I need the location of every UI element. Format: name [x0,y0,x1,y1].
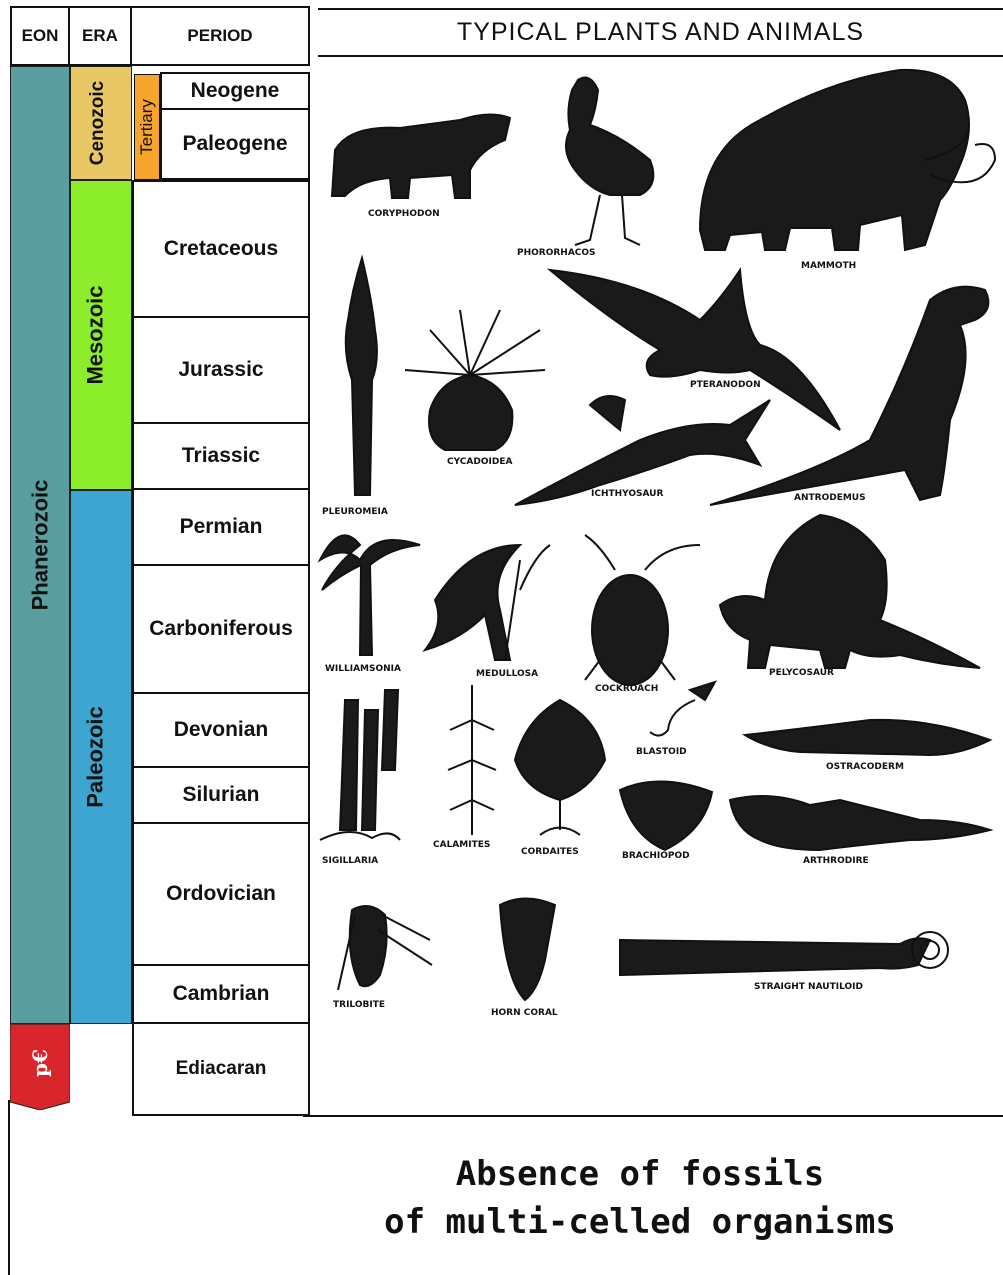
label-pelycosaur: PELYCOSAUR [769,668,834,678]
cockroach-figure [585,535,700,685]
trilobite-figure [338,906,432,990]
phororhacos-figure [566,78,653,245]
label-brachiopod: BRACHIOPOD [622,851,690,861]
fossil-illustrations [0,0,1003,1120]
caption-line-1: Absence of fossils [300,1150,980,1198]
coryphodon-figure [332,114,510,198]
cycadoidea-figure [405,310,545,450]
label-pteranodon: PTERANODON [690,380,761,390]
label-arthrodire: ARTHRODIRE [803,856,869,866]
cordaites-figure [515,700,605,835]
label-ostracoderm: OSTRACODERM [826,762,904,772]
label-ichthyosaur: ICHTHYOSAUR [591,489,663,499]
sigillaria-figure [320,690,400,840]
left-border-line [8,1100,10,1275]
label-cycadoidea: CYCADOIDEA [447,457,512,467]
label-antrodemus: ANTRODEMUS [794,493,866,503]
ostracoderm-figure [745,720,990,755]
caption: Absence of fossils of multi-celled organ… [300,1150,980,1246]
caption-line-2: of multi-celled organisms [300,1198,980,1246]
pleuromeia-figure [346,258,377,495]
label-straight-nautiloid: STRAIGHT NAUTILOID [754,982,863,992]
label-pleuromeia: PLEUROMEIA [322,507,388,517]
straight-nautiloid-figure [620,932,948,975]
medullosa-figure [425,545,550,660]
label-cordaites: CORDAITES [521,847,579,857]
arthrodire-figure [730,796,990,850]
label-trilobite: TRILOBITE [333,1000,385,1010]
pelycosaur-figure [720,515,980,668]
label-blastoid: BLASTOID [636,747,687,757]
label-medullosa: MEDULLOSA [476,669,538,679]
label-calamites: CALAMITES [433,840,490,850]
label-mammoth: MAMMOTH [801,261,856,271]
calamites-figure [448,685,496,835]
horn-coral-figure [500,899,555,1001]
antrodemus-figure [710,287,988,505]
williamsonia-figure [320,535,420,655]
label-horn-coral: HORN CORAL [491,1008,558,1018]
label-sigillaria: SIGILLARIA [322,856,378,866]
blastoid-figure [650,682,715,736]
label-coryphodon: CORYPHODON [368,209,440,219]
label-phororhacos: PHORORHACOS [517,248,596,258]
label-cockroach: COCKROACH [595,684,658,694]
label-williamsonia: WILLIAMSONIA [325,664,401,674]
mammoth-figure [700,70,995,250]
brachiopod-figure [620,781,712,850]
